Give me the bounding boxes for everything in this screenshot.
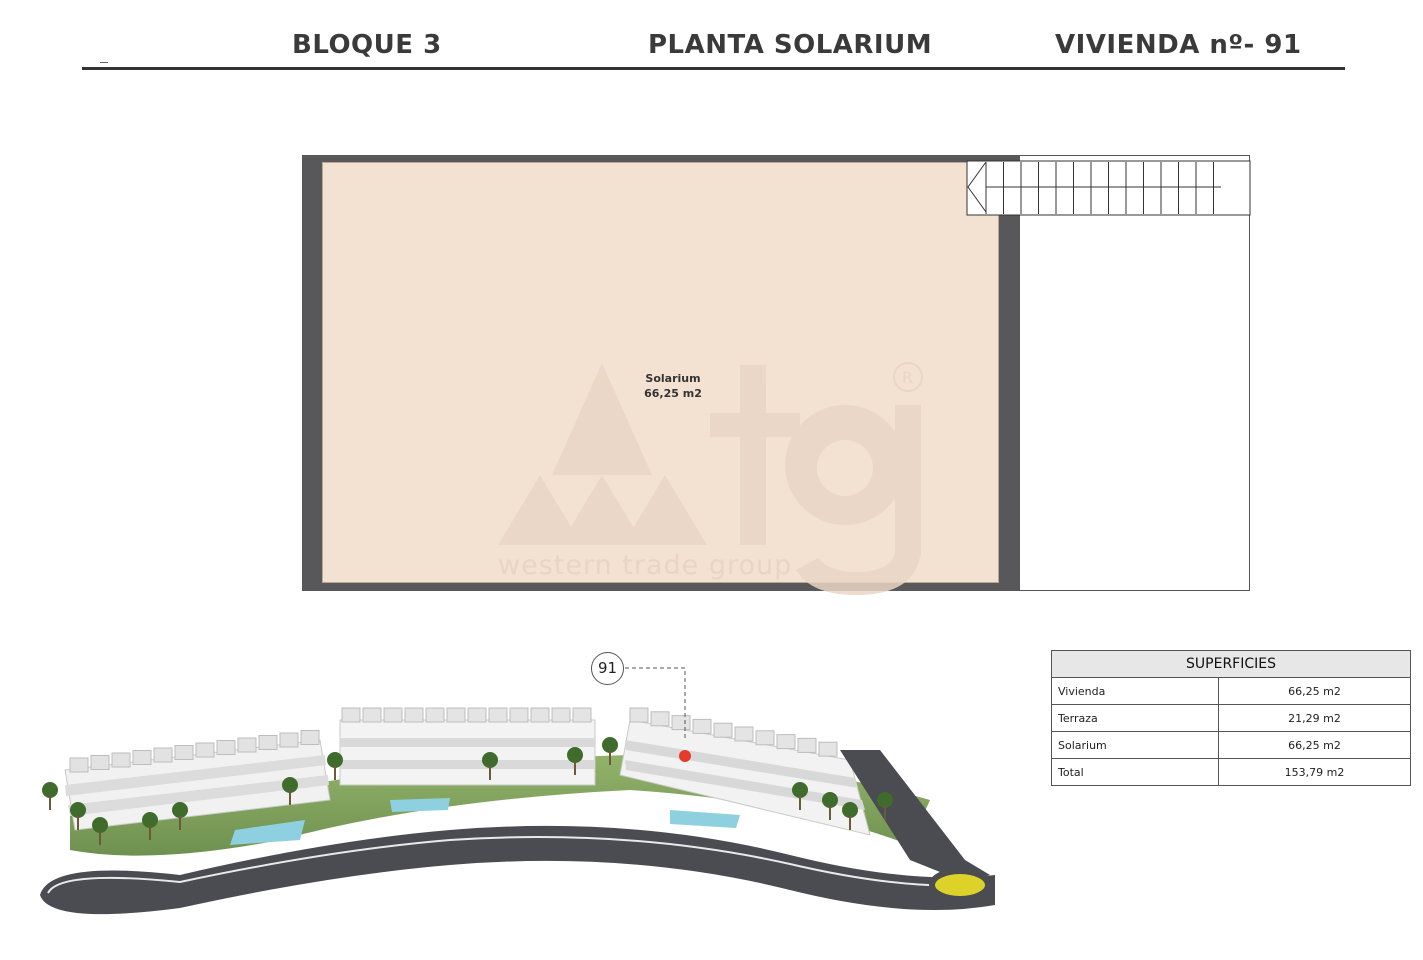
floor-title: PLANTA SOLARIUM — [648, 30, 933, 60]
row-label: Total — [1051, 758, 1219, 786]
row-label: Vivienda — [1051, 677, 1219, 705]
room-label: Solarium 66,25 m2 — [600, 371, 746, 401]
table-row: Total 153,79 m2 — [1051, 758, 1411, 786]
superficies-table: SUPERFICIES Vivienda 66,25 m2 Terraza 21… — [1051, 650, 1411, 786]
block-title: BLOQUE 3 — [292, 30, 442, 60]
unit-title: VIVIENDA nº- 91 — [1055, 30, 1302, 60]
row-label: Terraza — [1051, 704, 1219, 732]
page-header: BLOQUE 3 PLANTA SOLARIUM VIVIENDA nº- 91 — [0, 0, 1423, 80]
room-area: 66,25 m2 — [644, 387, 702, 400]
table-row: Solarium 66,25 m2 — [1051, 731, 1411, 759]
floor-plan: R western trade group Solarium 66,25 m2 — [302, 155, 1251, 595]
staircase — [966, 160, 1251, 216]
row-value: 21,29 m2 — [1218, 704, 1411, 732]
header-mark — [100, 62, 108, 63]
row-value: 66,25 m2 — [1218, 731, 1411, 759]
table-title: SUPERFICIES — [1051, 650, 1411, 678]
svg-text:R: R — [902, 368, 913, 387]
plan-adjacent-space — [1020, 155, 1250, 591]
row-label: Solarium — [1051, 731, 1219, 759]
table-row: Vivienda 66,25 m2 — [1051, 677, 1411, 705]
watermark-logo: R — [498, 362, 923, 595]
table-row: Terraza 21,29 m2 — [1051, 704, 1411, 732]
site-render — [40, 667, 995, 915]
room-name: Solarium — [645, 372, 701, 385]
table-header-row: SUPERFICIES — [1051, 650, 1411, 678]
row-value: 66,25 m2 — [1218, 677, 1411, 705]
watermark-text: western trade group — [498, 550, 793, 581]
header-rule — [82, 67, 1345, 70]
unit-callout: 91 — [591, 652, 624, 685]
row-value: 153,79 m2 — [1218, 758, 1411, 786]
